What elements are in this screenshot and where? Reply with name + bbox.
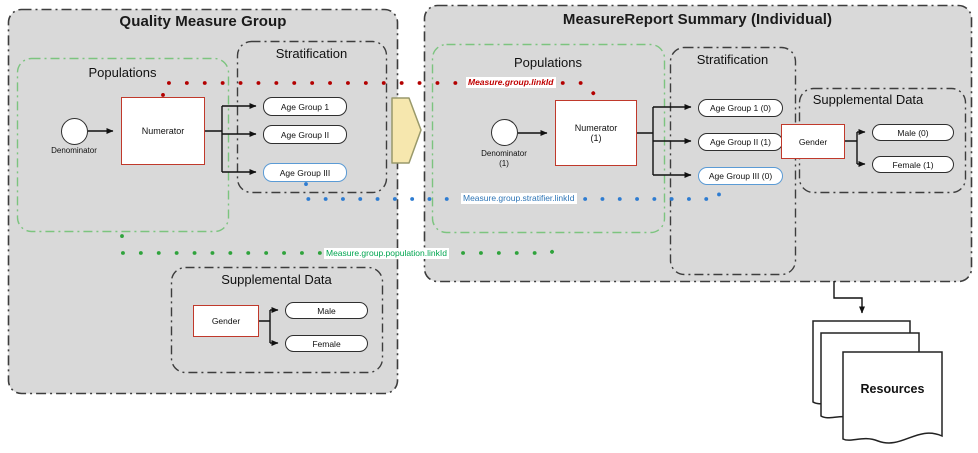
left-gender-box: Gender (193, 305, 259, 337)
connector-to-resources (833, 281, 865, 314)
right-populations-region (431, 43, 666, 234)
left-supplemental-title: Supplemental Data (221, 272, 332, 287)
right-female-box: Female (1) (872, 156, 954, 173)
left-numerator-box: Numerator (121, 97, 205, 165)
population-linkid-label: Measure.group.population.linkId (324, 248, 449, 259)
right-numerator-label: Numerator (574, 123, 618, 133)
right-denominator-circle (491, 119, 518, 146)
left-populations-region (16, 57, 230, 233)
right-gender-box: Gender (781, 124, 845, 159)
left-connectors (88, 103, 279, 346)
right-denominator-label: Denominator (1) (464, 149, 544, 169)
right-denominator-count: (1) (499, 159, 509, 168)
left-denominator-circle (61, 118, 88, 145)
left-stratification-title: Stratification (275, 46, 348, 61)
left-age-group-3: Age Group III (263, 163, 347, 182)
right-populations-title: Populations (514, 55, 582, 70)
left-female-box: Female (285, 335, 368, 352)
stratifier-linkid-dotted-line (304, 182, 721, 201)
connector-gender-split (259, 310, 271, 343)
resources-stack (812, 320, 943, 444)
right-numerator-count: (1) (590, 133, 602, 143)
left-populations-title: Populations (88, 65, 157, 80)
right-connectors (518, 104, 866, 314)
right-group-title: MeasureReport Summary (Individual) (562, 11, 833, 28)
left-stratification-region (236, 40, 388, 194)
connector-numerator-split (205, 106, 223, 172)
right-supplemental-title: Supplemental Data (812, 92, 924, 107)
stratifier-linkid-label: Measure.group.stratifier.linkId (461, 193, 577, 204)
right-stratification-region (669, 46, 797, 276)
right-denominator-text: Denominator (481, 149, 527, 158)
connector-gender-split (845, 132, 858, 164)
transform-chevron-arrow (391, 97, 422, 164)
right-numerator-box: Numerator (1) (555, 100, 637, 166)
right-age-group-3: Age Group III (0) (698, 167, 783, 185)
left-group-title: Quality Measure Group (119, 13, 287, 30)
group-linkid-label: Measure.group.linkId (466, 77, 556, 88)
left-age-group-1: Age Group 1 (263, 97, 347, 116)
right-age-group-1: Age Group 1 (0) (698, 99, 783, 117)
left-denominator-label: Denominator (51, 146, 97, 155)
left-age-group-2: Age Group II (263, 125, 347, 144)
resource-document-front (842, 351, 943, 444)
right-age-group-2: Age Group II (1) (698, 133, 783, 151)
right-supplemental-region (798, 87, 967, 194)
left-male-box: Male (285, 302, 368, 319)
right-numerator-text: Numerator (1) (575, 123, 618, 143)
resources-label: Resources (860, 382, 925, 396)
right-male-box: Male (0) (872, 124, 954, 141)
right-stratification-title: Stratification (696, 52, 769, 67)
